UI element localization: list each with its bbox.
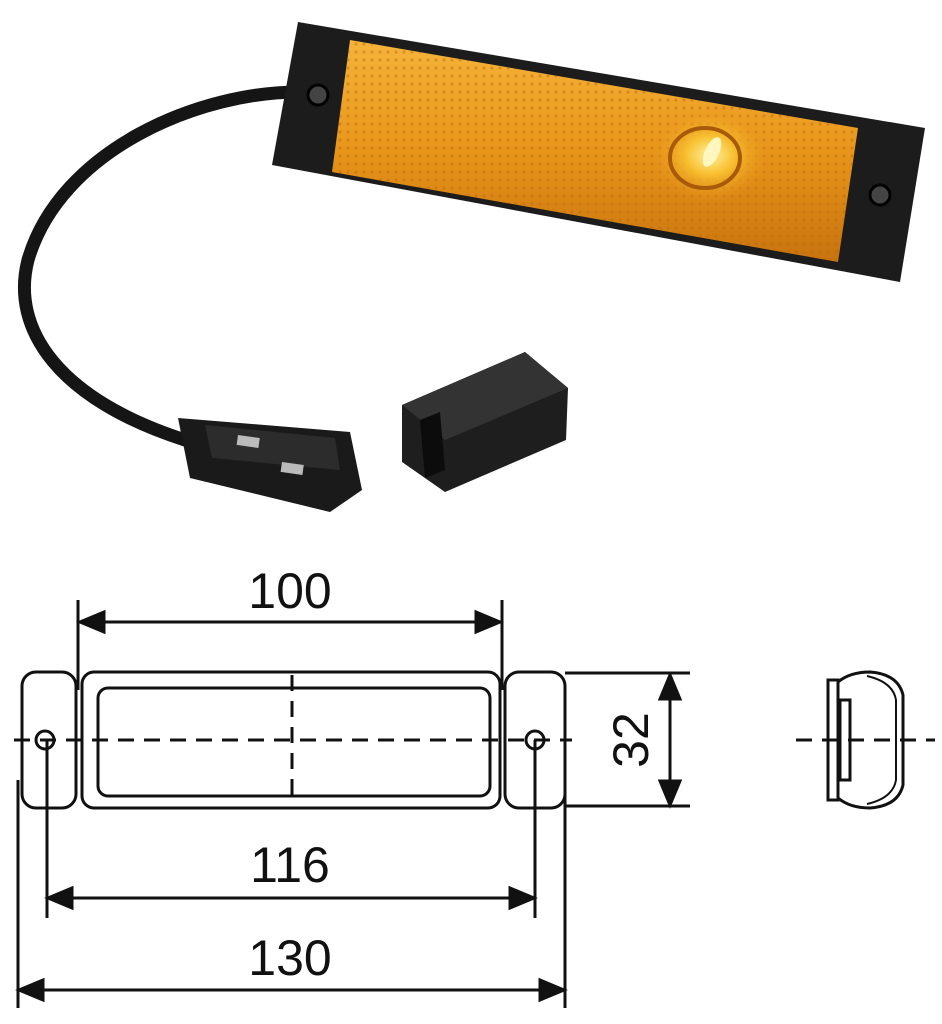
front-view (14, 670, 572, 810)
lens-inner (96, 686, 492, 798)
dimension-32-label: 32 (603, 712, 659, 768)
dimension-116-line (44, 885, 538, 911)
product-photo (18, 22, 925, 512)
dimension-130-label: 130 (248, 930, 331, 986)
cable (18, 85, 312, 447)
mount-hole-left (306, 83, 330, 107)
dimension-116-label: 116 (250, 837, 330, 893)
technical-drawing (14, 600, 935, 1008)
connector-plug (178, 418, 362, 512)
dimension-32-line (657, 671, 683, 809)
dimension-130-line (15, 977, 568, 1003)
housing (272, 22, 925, 282)
connector-cap (402, 352, 568, 492)
side-view (796, 670, 935, 810)
dimension-100-label: 100 (248, 563, 331, 619)
dimension-100-line (76, 609, 504, 635)
mount-hole-right (868, 183, 892, 207)
